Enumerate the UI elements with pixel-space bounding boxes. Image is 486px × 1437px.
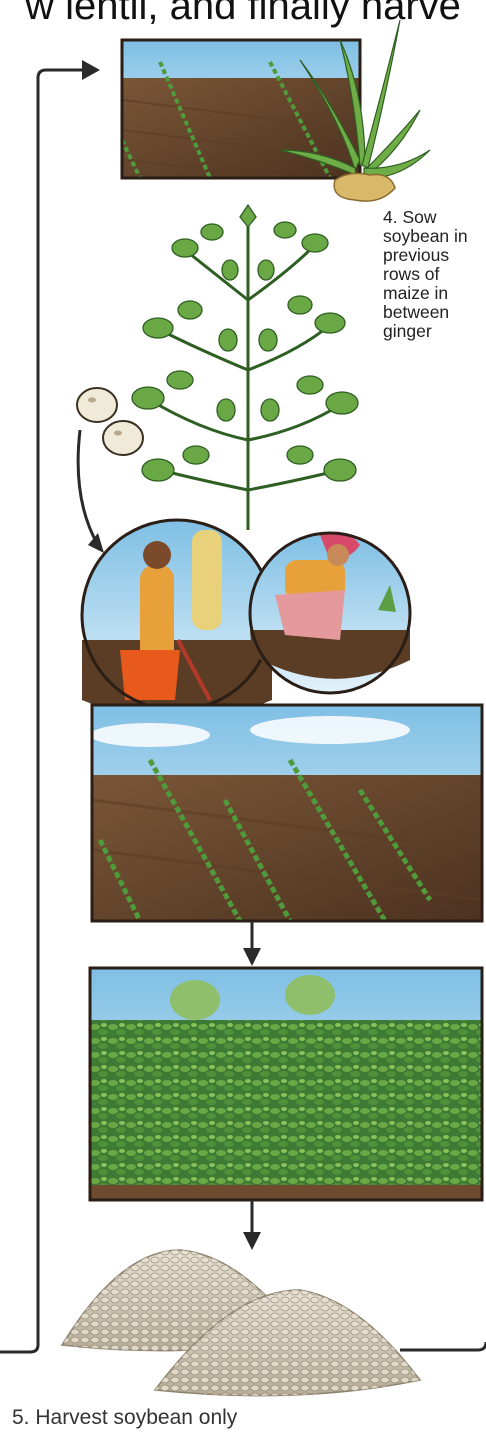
soybean-plant-icon xyxy=(132,205,358,530)
sowing-illustration-left xyxy=(82,520,272,720)
harvested-soybean-piles-icon xyxy=(62,1250,420,1396)
seed-to-sowing-arrow xyxy=(78,430,98,545)
loop-arrowhead-icon xyxy=(82,60,100,80)
down-arrow-icon-2 xyxy=(243,1200,261,1250)
step-5-label: 5. Harvest soybean only xyxy=(12,1405,237,1431)
seed-arrowhead-icon xyxy=(88,533,104,553)
down-arrow-icon xyxy=(243,921,261,966)
sown-field-panel xyxy=(90,705,482,921)
sowing-illustration-right xyxy=(250,532,410,693)
grown-soybean-field-panel xyxy=(90,968,482,1200)
step-4-label: 4. Sow soybean in previous rows of maize… xyxy=(383,208,483,341)
